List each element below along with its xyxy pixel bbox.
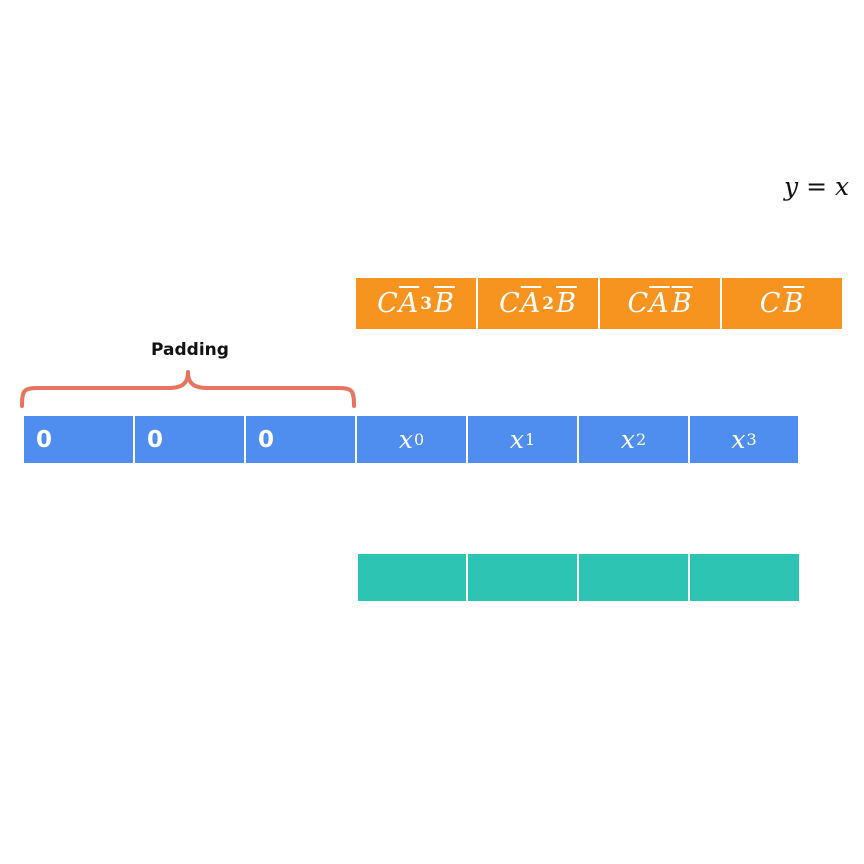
padding-brace [20,370,356,408]
output-cell [468,554,577,601]
padding-zero-cell: 0 [24,416,133,463]
output-cell [358,554,466,601]
output-cell [690,554,799,601]
padding-zero-cell: 0 [246,416,355,463]
output-equation-fragment: y = x [784,172,850,201]
output-cell [579,554,688,601]
padding-zero-cell: 0 [135,416,244,463]
padding-label: Padding [151,340,229,360]
